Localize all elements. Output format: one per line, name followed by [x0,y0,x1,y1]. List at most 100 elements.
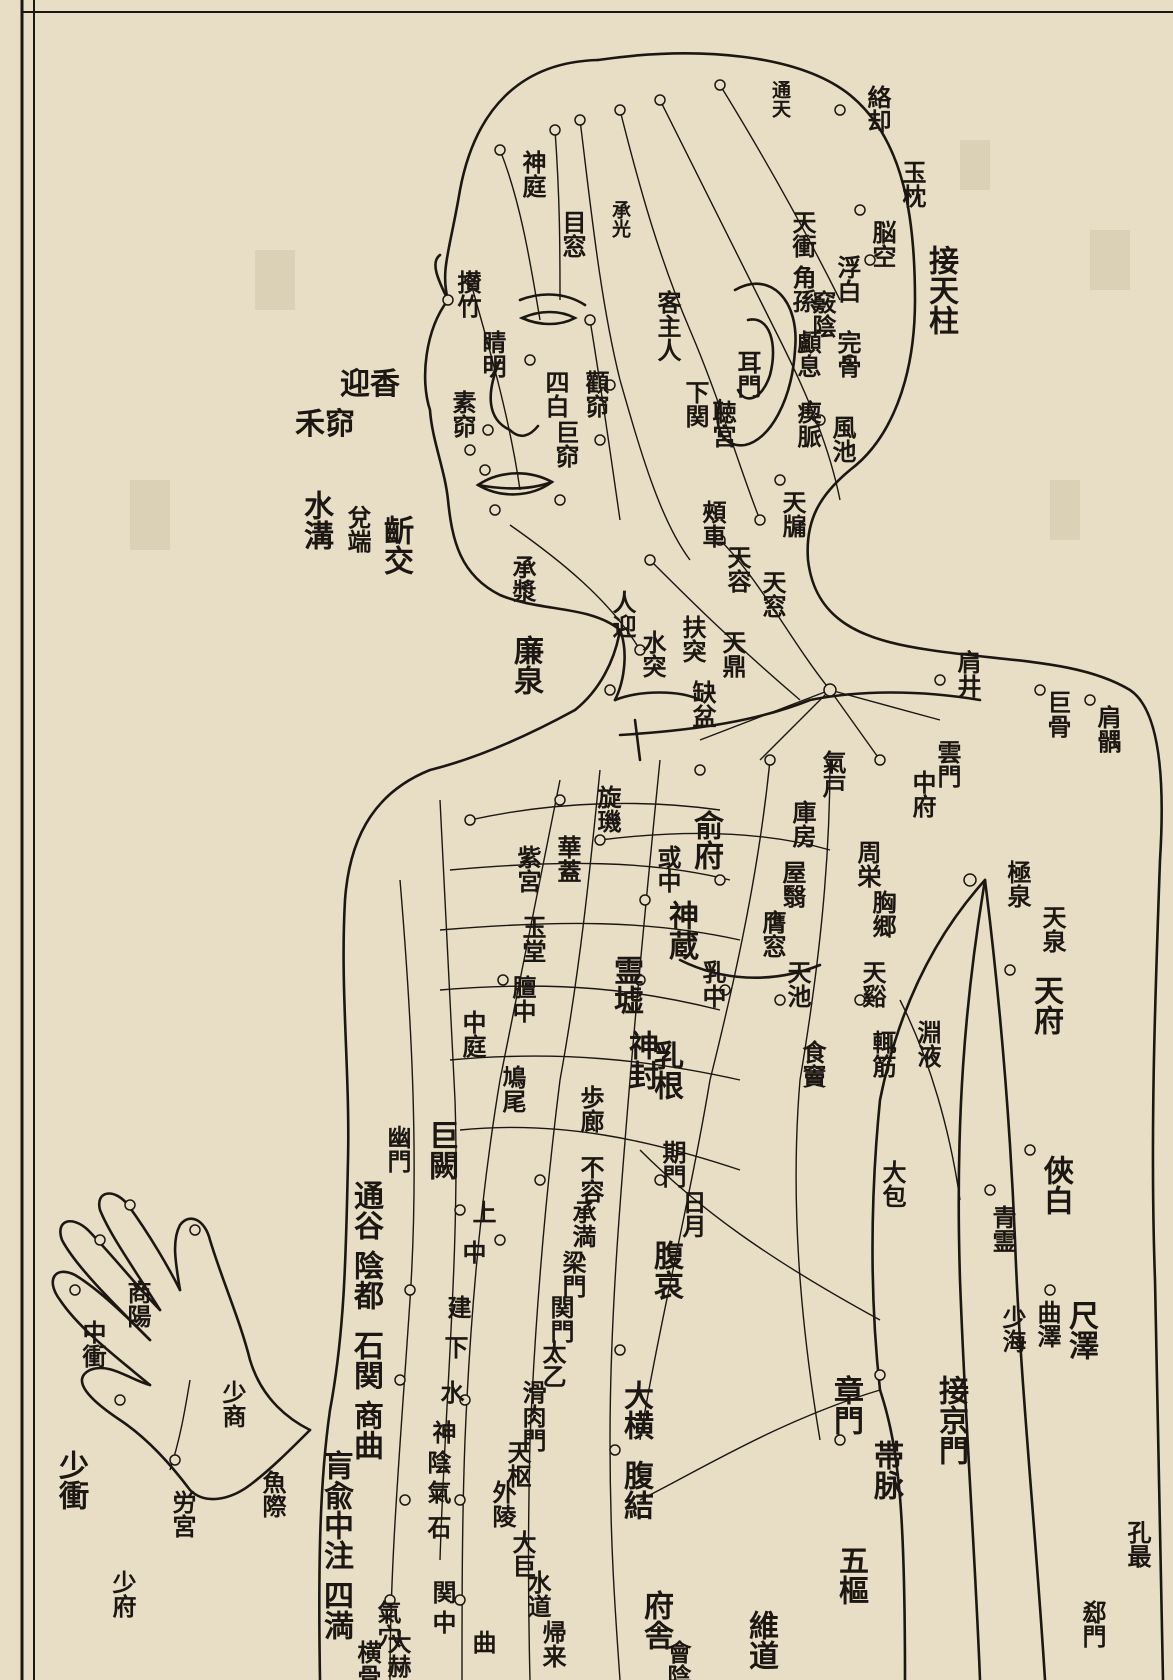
label-quan-liao: 顴窌 [583,370,607,418]
label-ke-zhu-ren: 客主人 [655,290,679,362]
label-shang-qu: 商曲 [350,1400,380,1460]
label-shi-guan: 石関 [350,1330,380,1390]
label-lao-gong: 労宮 [170,1490,194,1538]
label-tian-zhu: 接天柱 [925,245,955,335]
label-ying-chuang: 膺窓 [760,910,784,958]
label-yu-zhen: 玉枕 [900,160,924,208]
label-nao-kong: 脳空 [870,220,894,268]
label-shui-dao: 水道 [525,1570,549,1618]
label-shen-cang: 神蔵 [665,900,695,960]
label-he-liao: 禾窌 [295,410,335,440]
label-ling-xu: 霊墟 [610,955,640,1015]
label-wu-shu: 五樞 [835,1545,865,1605]
label-you-men: 幽門 [385,1125,409,1173]
label-ying-xiang: 迎香 [340,370,400,400]
label-jiu-wei: 鳩尾 [500,1065,524,1113]
label-si-bai: 四白 [543,370,567,418]
label-yun-men: 雲門 [935,740,959,788]
label-su-liao: 素窌 [450,390,474,438]
label-guan-men: 関門 [548,1295,572,1343]
label-huang-shu: 肓兪 [320,1450,350,1510]
label-fu-bai: 浮白 [835,255,859,303]
label-zhong-chong: 中衝 [80,1320,104,1368]
label-wai-ling: 外陵 [490,1480,514,1528]
label-shao-fu: 少府 [110,1570,134,1618]
label-zi-gong: 紫宮 [515,845,539,893]
label-zhe-jin: 輒筋 [870,1030,894,1078]
label-hui-yin: 會陰 [665,1640,689,1680]
label-wan-gu: 完骨 [835,330,859,378]
label-xia-bai: 俠白 [1040,1155,1070,1215]
label-yin-jiao2: 陰 [425,1450,449,1474]
label-yuan-ye: 淵液 [915,1020,939,1068]
label-fu-ai: 腹哀 [650,1240,680,1300]
label-dan-zhong: 膻中 [510,975,534,1023]
label-zhou-rong: 周栄 [855,840,879,888]
label-tian-rong: 天容 [725,545,749,593]
label-luo-que: 絡却 [865,85,889,133]
label-que-pen: 缺盆 [690,680,714,728]
label-shao-hai: 少海 [1000,1305,1024,1353]
label-shao-shang: 少商 [220,1380,244,1428]
label-bu-rong: 不容 [578,1155,602,1203]
label-tian-ding: 天鼎 [720,630,744,678]
label-ri-yue: 日月 [680,1190,704,1238]
label-da-he: 大赫 [385,1630,409,1678]
label-xia-guan: 下関 [683,380,707,428]
label-zan-zhu: 攅竹 [455,270,479,318]
label-liang-men: 梁門 [560,1250,584,1298]
label-mu-chuang: 目窓 [560,210,584,258]
label-tian-chuang: 天窓 [760,570,784,618]
label-xi-men: 郄門 [1080,1600,1104,1648]
label-jia-che: 頰車 [700,500,724,548]
label-xuan-ji: 旋璣 [595,785,619,833]
label-shen-ting: 神庭 [520,150,544,198]
label-tian-you: 天牖 [780,490,804,538]
label-ting-gong: 聴宮 [710,400,734,448]
label-gui-lai: 帰来 [540,1620,564,1668]
label-kong-zui: 孔最 [1125,1520,1149,1568]
label-xia-wan: 下 [442,1335,466,1359]
label-chi-ze: 尺澤 [1065,1300,1095,1360]
label-shi-dou: 食竇 [800,1040,824,1088]
label-qu-ze: 曲澤 [1035,1300,1059,1348]
label-tian-fu: 天府 [1030,975,1060,1035]
label-shang-yang: 商陽 [125,1280,149,1328]
label-tian-quan: 天泉 [1040,905,1064,953]
label-si-man: 四満 [320,1580,350,1640]
label-yu-ji: 魚際 [260,1470,284,1518]
label-wei-dao: 維道 [745,1610,775,1670]
label-ren-ying: 人迎 [610,590,634,638]
label-fu-tu: 扶突 [680,615,704,663]
label-zhong-wan: 中 [460,1240,484,1264]
label-chi-mai: 瘈脈 [795,400,819,448]
label-fu-jie: 腹結 [620,1460,650,1520]
label-jing-men: 接京門 [935,1375,965,1465]
label-jiao-sun: 角孫 [790,265,814,313]
label-shui-fen: 水 [438,1380,462,1404]
label-tong-tian: 通天 [770,80,789,118]
label-zhong-zhu: 中注 [320,1510,350,1570]
label-da-heng: 大横 [620,1380,650,1440]
label-da-bao: 大包 [880,1160,904,1208]
body-outline [53,53,1163,1680]
label-tong-gu: 通谷 [350,1180,380,1240]
label-ku-fang: 庫房 [790,800,814,848]
label-er-men: 耳門 [735,350,759,398]
label-shang-wan: 上 [470,1200,494,1224]
label-yin-jiao: 齗交 [380,515,410,575]
label-qu-gu: 曲 [470,1630,494,1654]
label-heng-gu: 横骨 [355,1640,379,1680]
label-wu-yi: 屋翳 [780,860,804,908]
label-lian-quan: 廉泉 [510,635,540,695]
label-ju-gu: 巨骨 [1045,690,1069,738]
label-zhong-ji: 中 [430,1610,454,1634]
label-jian-jing: 肩井 [955,650,979,698]
label-ru-zhong: 乳中 [700,960,724,1008]
label-shui-tu: 水突 [640,630,664,678]
label-ji-quan: 極泉 [1005,860,1029,908]
label-cheng-guang: 承光 [610,200,629,238]
label-ju-liao: 巨窌 [553,420,577,468]
label-shao-chong: 少衝 [55,1450,85,1510]
